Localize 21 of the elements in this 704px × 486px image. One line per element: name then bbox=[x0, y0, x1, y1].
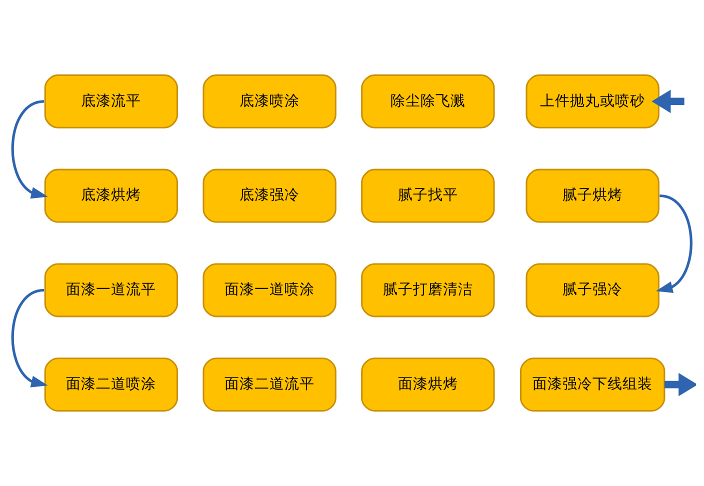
node-box: 面漆烘烤 bbox=[361, 358, 495, 412]
node-box: 底漆强冷 bbox=[202, 168, 336, 223]
node-box: 底漆流平 bbox=[44, 74, 178, 128]
node-box: 腻子烘烤 bbox=[526, 168, 660, 223]
node-box: 腻子强冷 bbox=[526, 263, 660, 318]
node-box: 上件抛丸或喷砂 bbox=[526, 74, 660, 128]
arrow bbox=[656, 194, 692, 293]
node-box: 面漆一道流平 bbox=[44, 263, 178, 318]
node-box: 面漆强冷下线组装 bbox=[520, 358, 666, 412]
arrow bbox=[11, 100, 48, 199]
node-box: 腻子打磨清洁 bbox=[361, 263, 495, 318]
node-box: 面漆一道喷涂 bbox=[202, 263, 336, 318]
arrow bbox=[11, 288, 48, 388]
arrow bbox=[664, 372, 696, 396]
node-box: 底漆喷涂 bbox=[202, 74, 336, 128]
node-box: 底漆烘烤 bbox=[44, 168, 178, 223]
arrow bbox=[652, 90, 684, 114]
node-box: 除尘除飞溅 bbox=[361, 74, 495, 128]
node-box: 面漆二道流平 bbox=[202, 358, 336, 412]
node-box: 腻子找平 bbox=[361, 168, 495, 223]
node-box: 面漆二道喷涂 bbox=[44, 358, 178, 412]
